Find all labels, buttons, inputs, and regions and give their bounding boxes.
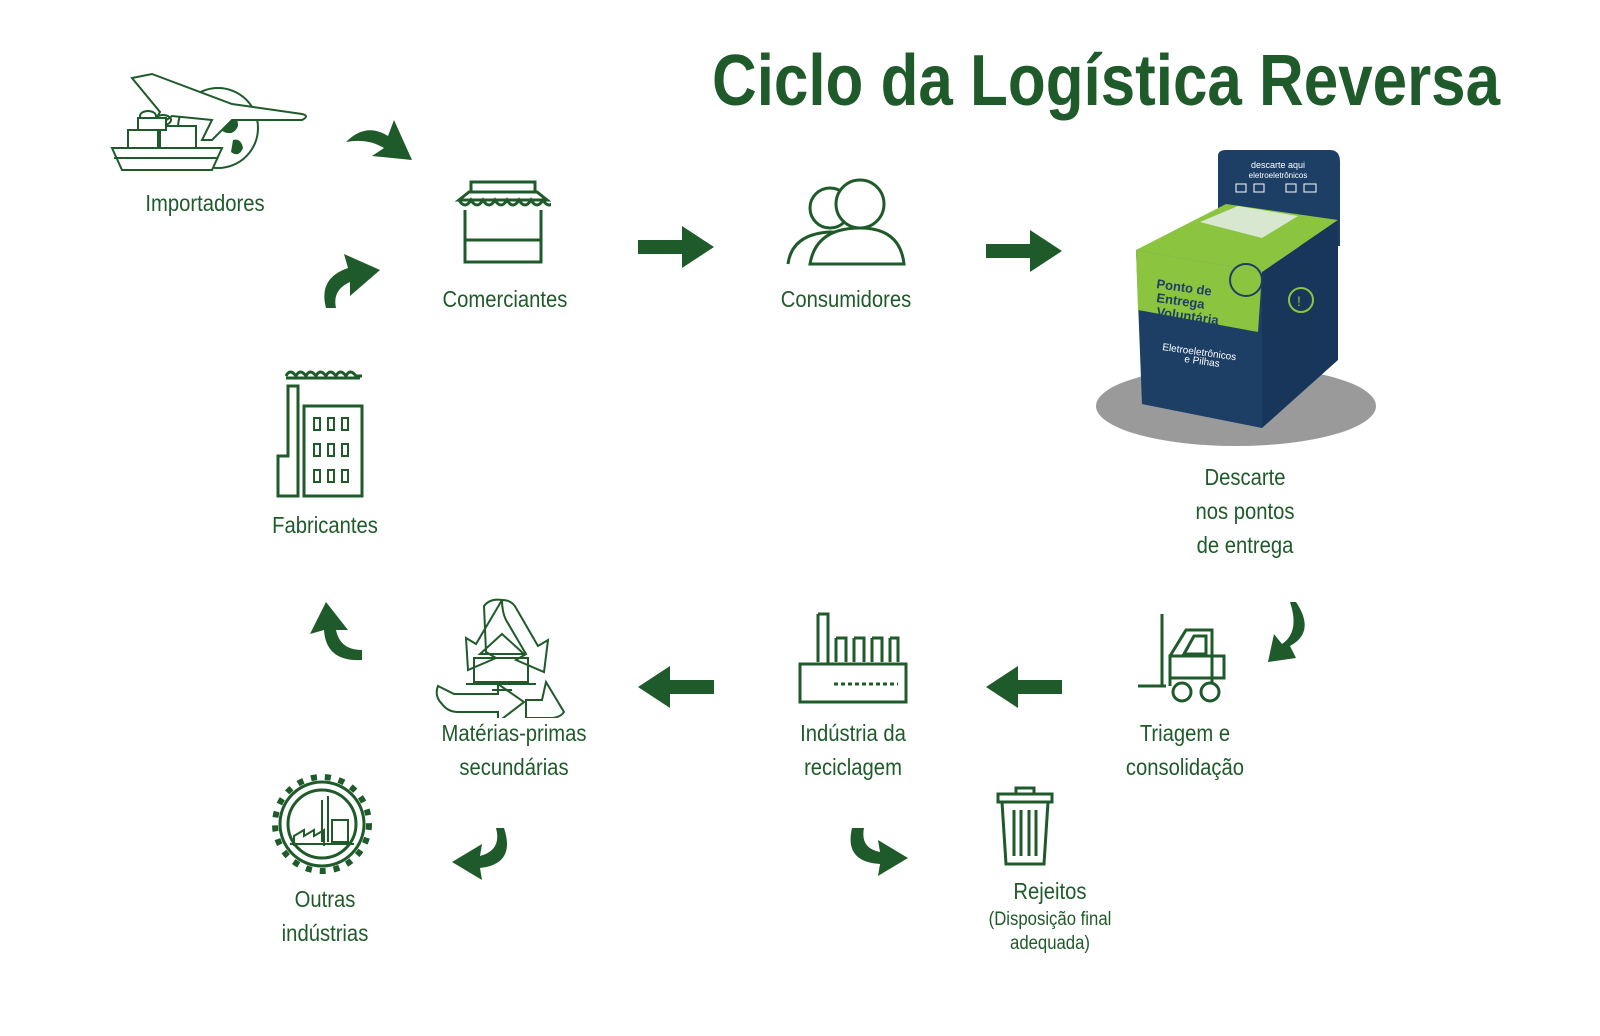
label-descarte-2: nos pontos xyxy=(1195,498,1295,524)
trash-bin-icon xyxy=(996,786,1054,866)
label-descarte-3: de entrega xyxy=(1196,532,1294,558)
forklift-icon xyxy=(1136,612,1228,704)
label-outras-1: Outras xyxy=(294,886,356,912)
label-triagem-1: Triagem e xyxy=(1139,720,1231,746)
gear-factory-icon xyxy=(268,770,376,878)
storefront-icon xyxy=(455,180,551,264)
recycle-laptop-icon xyxy=(434,596,570,718)
label-outras: Outras indústrias xyxy=(250,882,400,950)
label-consumidores: Consumidores xyxy=(780,286,912,312)
svg-text:Entrega: Entrega xyxy=(1156,290,1207,312)
plane-ship-globe-icon xyxy=(108,68,308,174)
label-outras-2: indústrias xyxy=(281,920,369,946)
svg-text:descarte aqui: descarte aqui xyxy=(1251,160,1305,170)
arrow-materias-to-outras xyxy=(450,826,512,887)
arrow-importadores-to-comerciantes xyxy=(344,118,416,169)
label-rejeitos-sub2: adequada) xyxy=(1010,933,1090,954)
label-fabricantes: Fabricantes xyxy=(272,512,378,538)
label-comerciantes: Comerciantes xyxy=(442,286,568,312)
label-rejeitos: Rejeitos (Disposição final adequada) xyxy=(953,874,1147,956)
label-descarte: Descarte nos pontos de entrega xyxy=(1170,460,1320,562)
arrow-comerciantes-to-consumidores xyxy=(636,224,716,275)
arrow-consumidores-to-descarte xyxy=(984,228,1064,279)
svg-text:e Pilhas: e Pilhas xyxy=(1184,354,1221,370)
label-industria-1: Indústria da xyxy=(800,720,906,746)
arrow-fabricantes-to-comerciantes xyxy=(320,252,382,315)
label-industria: Indústria da reciclagem xyxy=(778,716,928,784)
factory-icon xyxy=(798,612,908,704)
label-rejeitos-sub1: (Disposição final xyxy=(988,909,1112,930)
label-rejeitos-main: Rejeitos xyxy=(1013,878,1087,904)
svg-text:eletroeletrônicos: eletroeletrônicos xyxy=(1249,171,1308,180)
arrow-industria-to-rejeitos xyxy=(846,826,910,889)
arrow-descarte-to-triagem xyxy=(1266,600,1314,669)
label-industria-2: reciclagem xyxy=(804,754,902,780)
label-importadores: Importadores xyxy=(145,190,265,216)
collection-box-image: descarte aqui eletroeletrônicos Ponto de… xyxy=(1096,150,1386,450)
arrow-materias-to-fabricantes xyxy=(306,600,364,667)
page-title: Ciclo da Logística Reversa xyxy=(712,41,1501,121)
label-materias-1: Matérias-primas xyxy=(441,720,587,746)
label-triagem: Triagem e consolidação xyxy=(1110,716,1260,784)
svg-text:!: ! xyxy=(1297,293,1301,309)
label-triagem-2: consolidação xyxy=(1125,754,1245,780)
label-descarte-1: Descarte xyxy=(1204,464,1286,490)
label-materias-2: secundárias xyxy=(459,754,569,780)
people-icon xyxy=(786,176,906,268)
arrow-industria-to-materias xyxy=(636,664,716,715)
building-factory-icon xyxy=(276,366,370,498)
label-materias: Matérias-primas secundárias xyxy=(426,716,602,784)
arrow-triagem-to-industria xyxy=(984,664,1064,715)
